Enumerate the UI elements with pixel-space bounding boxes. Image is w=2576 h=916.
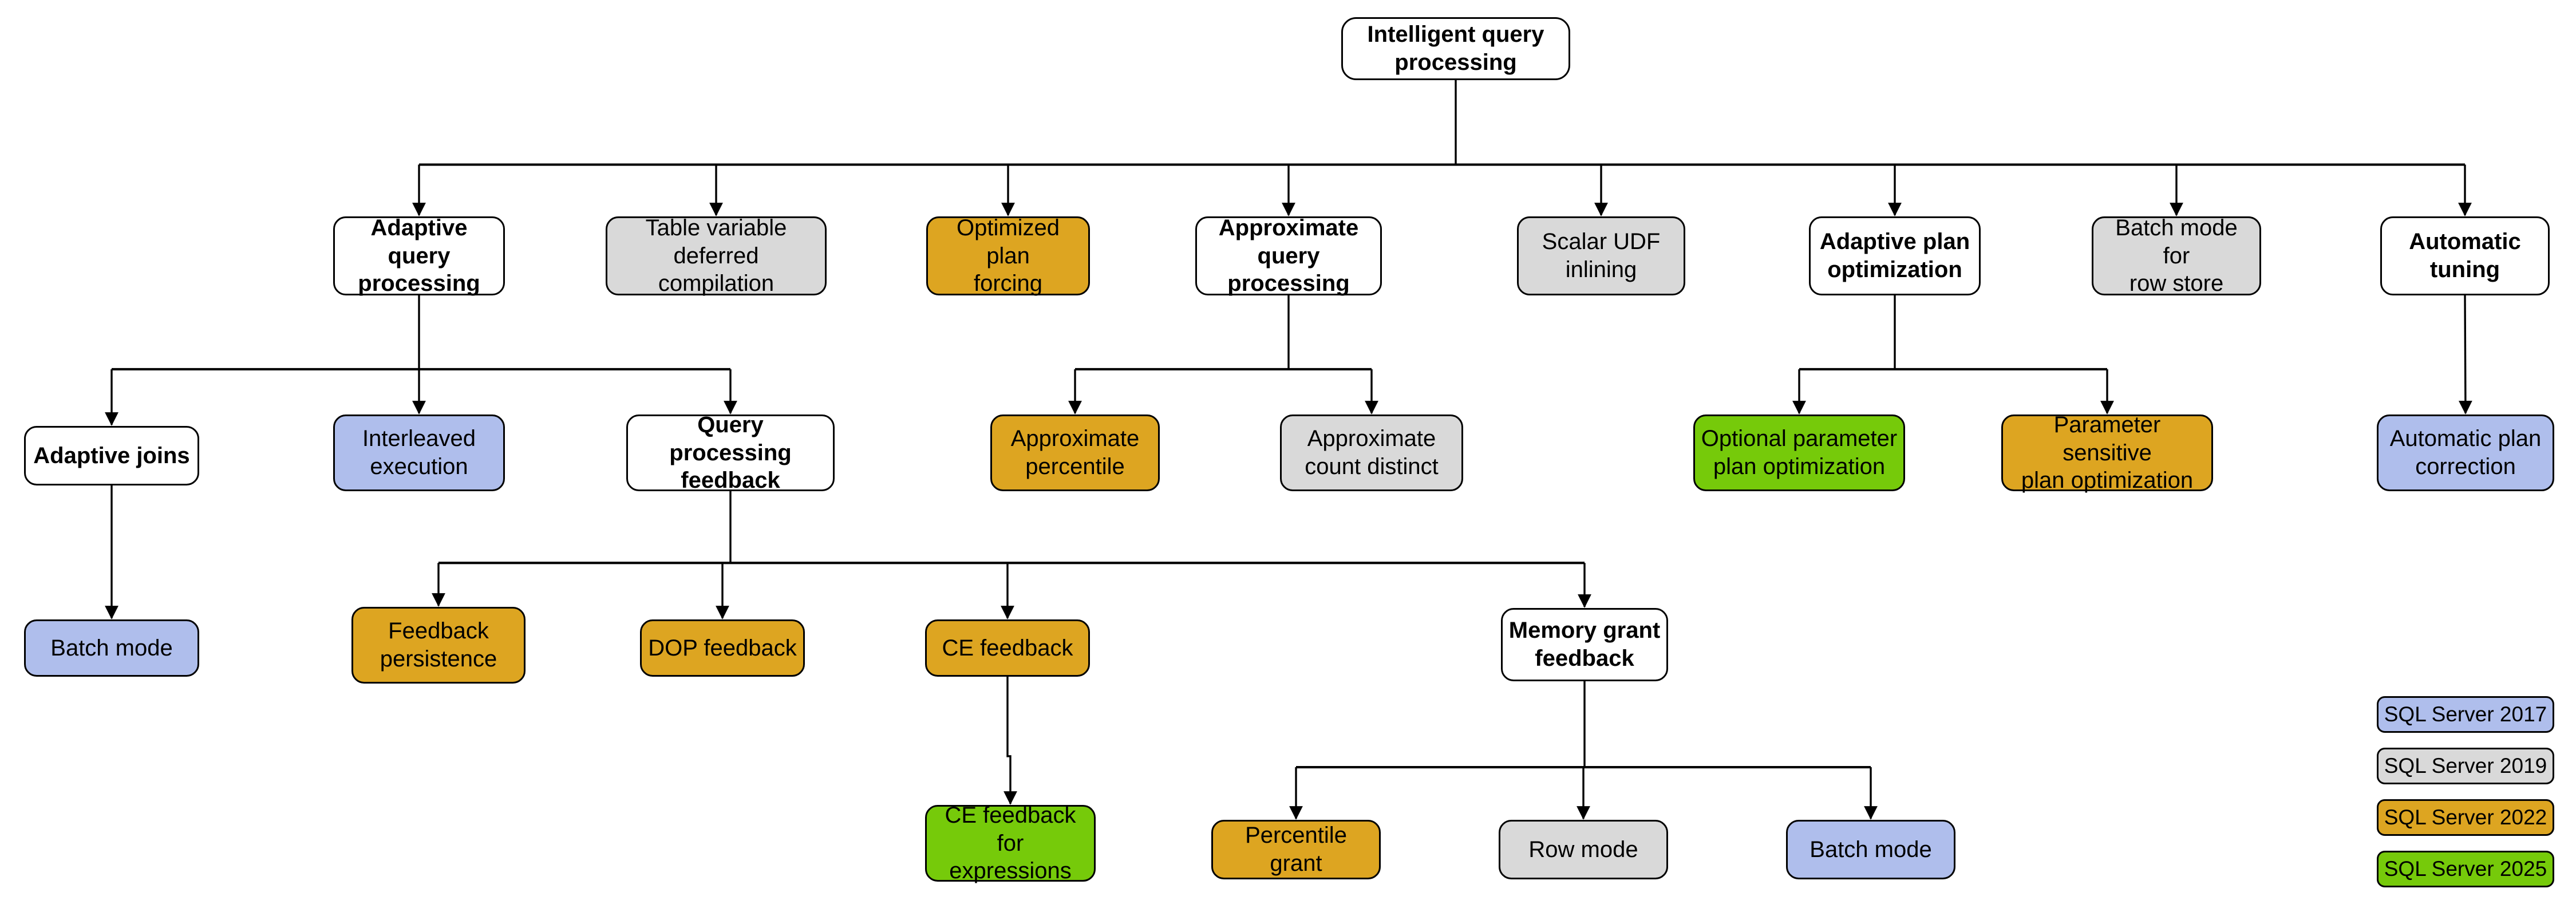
node-approx_qp[interactable]: Approximate query processing <box>1195 215 1382 296</box>
legend-2022: SQL Server 2022 <box>2377 799 2554 836</box>
node-dop_feedback[interactable]: DOP feedback <box>640 619 805 677</box>
edge-ce_feedback-to-ce_expr <box>1003 677 1017 805</box>
legend-2025: SQL Server 2025 <box>2377 851 2554 887</box>
node-auto_tuning[interactable]: Automatic tuning <box>2380 216 2550 295</box>
node-approx_cd[interactable]: Approximate count distinct <box>1280 414 1463 491</box>
legend-2017: SQL Server 2017 <box>2377 696 2554 733</box>
node-qpf[interactable]: Query processing feedback <box>626 412 835 493</box>
node-row_mode[interactable]: Row mode <box>1499 820 1668 879</box>
node-batch_mode_aj[interactable]: Batch mode <box>24 619 199 677</box>
node-aqp[interactable]: Adaptive query processing <box>333 215 505 296</box>
node-scalar_udf[interactable]: Scalar UDF inlining <box>1517 216 1685 295</box>
node-apo[interactable]: Adaptive plan optimization <box>1809 216 1981 295</box>
node-approx_pct[interactable]: Approximate percentile <box>990 414 1160 491</box>
node-ce_feedback[interactable]: CE feedback <box>925 619 1090 677</box>
node-batch_mode_mgf[interactable]: Batch mode <box>1786 820 1955 879</box>
node-pspo[interactable]: Parameter sensitive plan optimization <box>2001 412 2213 493</box>
node-ce_expr[interactable]: CE feedback for expressions <box>925 803 1096 883</box>
edge-auto_tuning-to-apc <box>2458 295 2472 414</box>
node-mgf[interactable]: Memory grant feedback <box>1501 608 1668 681</box>
node-oppo[interactable]: Optional parameter plan optimization <box>1693 414 1905 491</box>
legend-2019: SQL Server 2019 <box>2377 748 2554 784</box>
node-adaptive_joins[interactable]: Adaptive joins <box>24 426 199 485</box>
node-bm_rowstore[interactable]: Batch mode for row store <box>2092 215 2261 296</box>
node-root[interactable]: Intelligent query processing <box>1341 17 1570 80</box>
node-apc[interactable]: Automatic plan correction <box>2377 414 2554 491</box>
node-opf[interactable]: Optimized plan forcing <box>926 215 1090 296</box>
node-interleaved[interactable]: Interleaved execution <box>333 414 505 491</box>
node-feedback_persist[interactable]: Feedback persistence <box>351 607 526 684</box>
node-tvdc[interactable]: Table variable deferred compilation <box>606 215 827 296</box>
node-pct_grant[interactable]: Percentile grant <box>1211 820 1381 879</box>
